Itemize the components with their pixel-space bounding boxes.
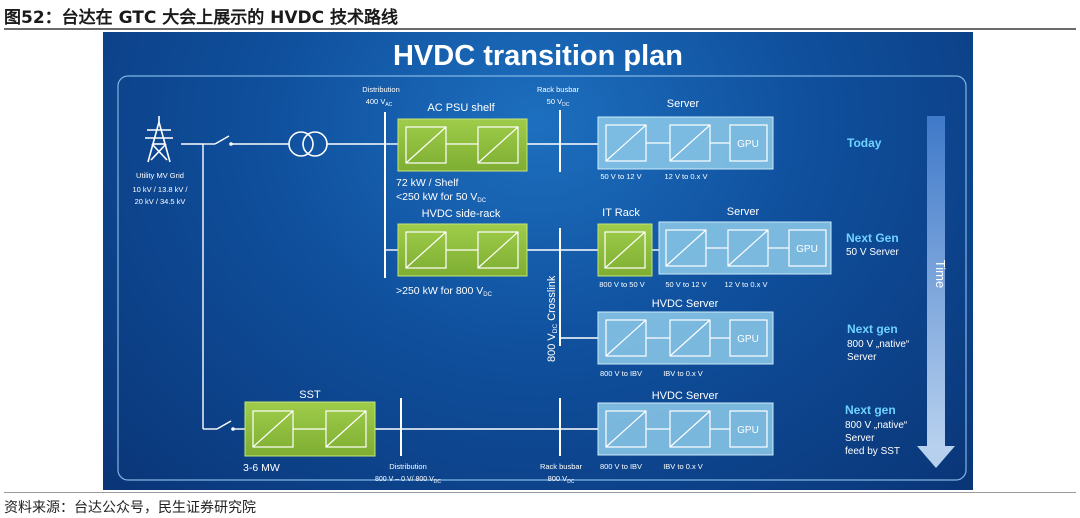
distribution-bottom-label: Distribution: [389, 462, 427, 471]
stage-3-line-2: Server: [845, 433, 875, 444]
slide-title: HVDC transition plan: [393, 40, 683, 72]
stage-title-next-gen-2: Next gen: [847, 322, 898, 336]
gpu-label-row3: GPU: [737, 334, 759, 345]
slide-panel: HVDC transition plan Time Utility MV Gri…: [103, 32, 973, 490]
rack-busbar-top-value: 50 VDC: [547, 97, 570, 108]
grid-label: Utility MV Grid: [136, 171, 184, 180]
ac-psu-shelf: [397, 118, 528, 172]
conv-label-row4-1: 800 V to IBV: [600, 462, 642, 471]
time-arrow: Time: [917, 116, 955, 468]
shelf-note-1: 72 kW / Shelf: [396, 177, 459, 189]
server-label-row1: Server: [667, 98, 700, 110]
figure-caption: 图52：台达在 GTC 大会上展示的 HVDC 技术路线: [4, 8, 399, 28]
rack-busbar-bottom-label: Rack busbar: [540, 462, 583, 471]
stage-3-line-3: feed by SST: [845, 446, 900, 457]
grid-voltage-line-2: 20 kV / 34.5 kV: [135, 197, 186, 206]
server-row1: GPU: [597, 116, 774, 170]
shelf-note-2: <250 kW for 50 VDC: [396, 191, 487, 204]
switch-top: [229, 142, 233, 146]
gpu-label-row2: GPU: [796, 244, 818, 255]
stage-title-next-gen-3: Next gen: [845, 403, 896, 417]
sst-power-label: 3-6 MW: [243, 462, 280, 474]
gpu-label-row4: GPU: [737, 425, 759, 436]
figure-source: 资料来源：台达公众号，民生证券研究院: [4, 500, 256, 516]
transmission-tower-icon: [145, 116, 173, 163]
rack-busbar-top-label: Rack busbar: [537, 85, 580, 94]
rack-busbar-bottom-value: 800 VDC: [548, 474, 575, 485]
stage-title-today: Today: [847, 136, 882, 150]
conv-label-row2-2: 12 V to 0.x V: [725, 280, 768, 289]
hvdc-side-rack-label: HVDC side-rack: [422, 208, 501, 220]
ac-psu-shelf-label: AC PSU shelf: [427, 102, 495, 114]
switch-bottom: [231, 427, 235, 431]
conv-label-row1-2: 12 V to 0.x V: [665, 172, 708, 181]
stage-title-next-gen-1: Next Gen: [846, 231, 899, 245]
distribution-bottom-value: 800 V – 0 V/ 800 VDC: [375, 476, 441, 485]
crosslink-label: 800 VDC Crosslink: [546, 275, 559, 362]
conv-label-row1-1: 50 V to 12 V: [600, 172, 641, 181]
stage-1-line-1: 50 V Server: [846, 247, 899, 258]
side-rack-note: >250 kW for 800 VDC: [396, 285, 493, 298]
conv-label-row3-1: 800 V to IBV: [600, 369, 642, 378]
sst-unit: [244, 401, 376, 457]
gpu-label-row1: GPU: [737, 139, 759, 150]
server-label-row2: Server: [727, 206, 760, 218]
caption-rule: [4, 28, 1076, 30]
hvdc-server-label-row3: HVDC Server: [652, 298, 719, 310]
stage-2-line-1: 800 V „native“: [847, 339, 909, 350]
stage-3-line-1: 800 V „native“: [845, 420, 907, 431]
distribution-top-value: 400 VAC: [366, 97, 393, 108]
it-rack-label: IT Rack: [602, 207, 640, 219]
hvdc-side-rack: [397, 223, 528, 277]
distribution-top-label: Distribution: [362, 85, 400, 94]
transformer-icon: [288, 131, 328, 157]
grid-voltage-line-1: 10 kV / 13.8 kV /: [132, 185, 188, 194]
conv-label-row4-2: IBV to 0.x V: [663, 462, 703, 471]
conv-label-row2-1: 50 V to 12 V: [665, 280, 706, 289]
conv-label-row3-2: IBV to 0.x V: [663, 369, 703, 378]
inner-frame: [117, 75, 967, 481]
hvdc-diagram: HVDC transition plan Time Utility MV Gri…: [117, 40, 967, 485]
time-label: Time: [933, 260, 948, 288]
sst-label: SST: [299, 389, 321, 401]
stage-2-line-2: Server: [847, 352, 877, 363]
server-row2: GPU: [658, 221, 832, 275]
conv-label-it-rack: 800 V to 50 V: [599, 280, 644, 289]
source-rule: [4, 492, 1076, 493]
hvdc-server-label-row4: HVDC Server: [652, 390, 719, 402]
bus-bars: [384, 110, 561, 456]
it-rack: [597, 223, 653, 277]
hvdc-server-row4: GPU: [597, 402, 774, 456]
hvdc-server-row3: GPU: [597, 311, 774, 365]
